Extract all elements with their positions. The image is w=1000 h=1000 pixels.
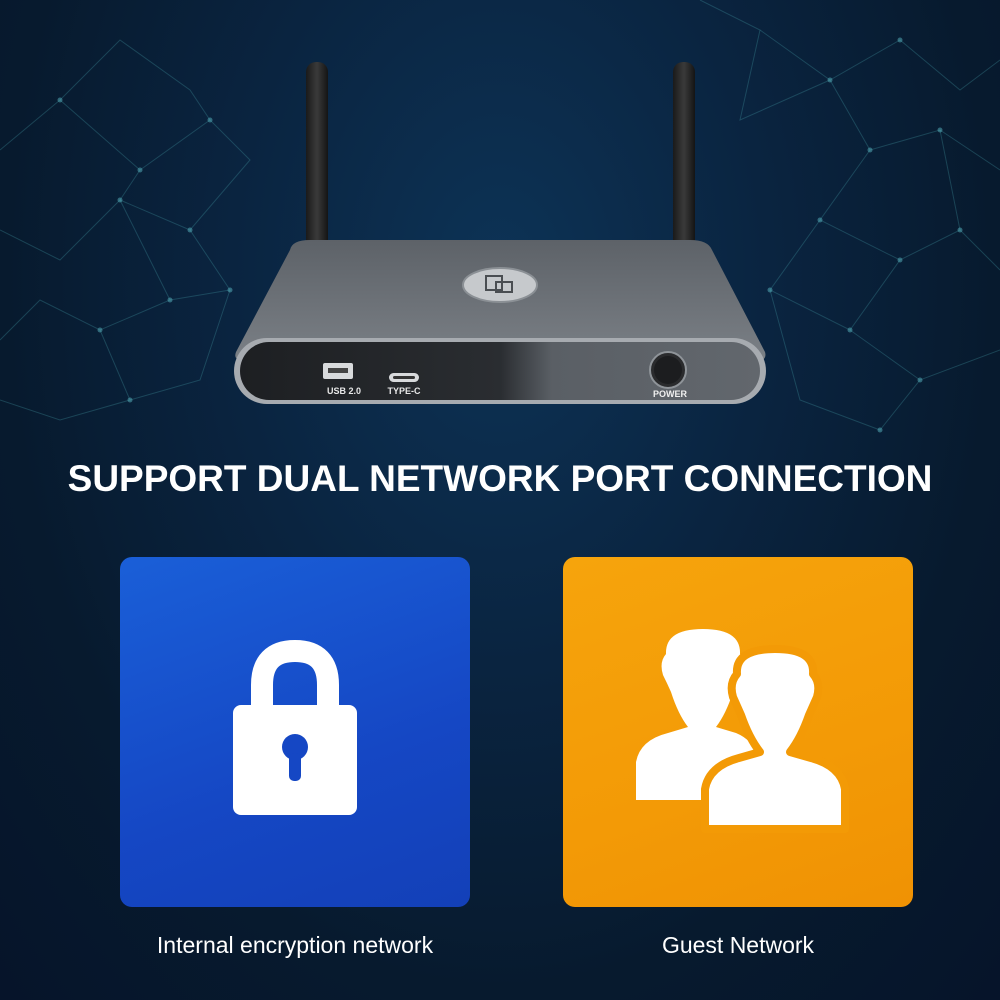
feature-card-encryption (120, 557, 470, 907)
feature-card-guest (563, 557, 913, 907)
users-icon (636, 629, 849, 833)
feature-caption-guest: Guest Network (661, 932, 815, 958)
lock-icon (233, 639, 357, 815)
feature-caption-encryption: Internal encryption network (156, 932, 434, 958)
power-button-icon (649, 351, 687, 389)
router-device: USB 2.0 TYPE-C POWER (234, 62, 766, 404)
power-label: POWER (653, 389, 688, 399)
left-antenna (306, 62, 328, 252)
brand-logo-icon (462, 267, 538, 303)
typec-port-icon (389, 373, 419, 382)
usb-port-icon (323, 363, 353, 379)
usb-label: USB 2.0 (327, 386, 361, 396)
right-antenna (673, 62, 695, 252)
page-headline: SUPPORT DUAL NETWORK PORT CONNECTION (67, 458, 933, 499)
typec-label: TYPE-C (387, 386, 421, 396)
